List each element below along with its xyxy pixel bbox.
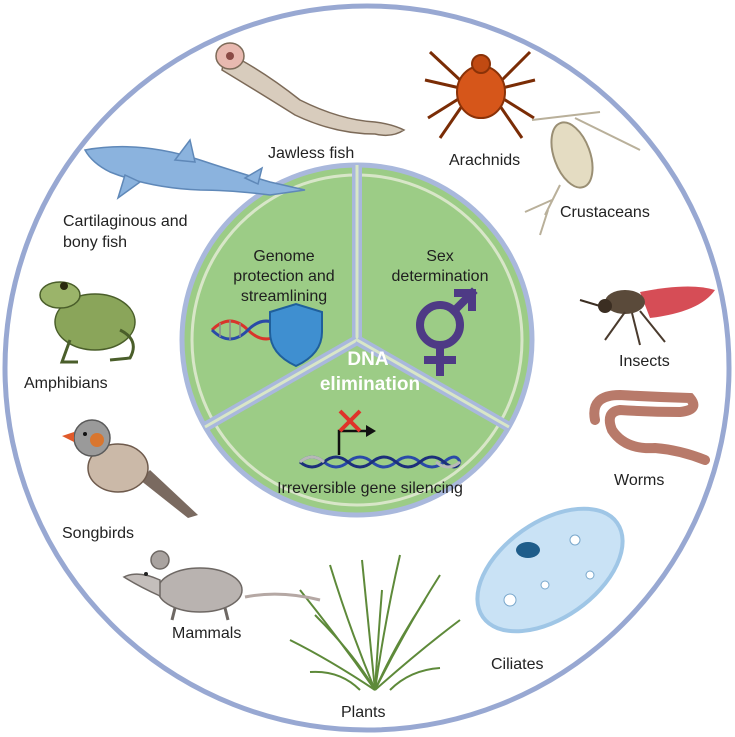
crustaceans-label: Crustaceans bbox=[560, 204, 650, 221]
mammals-label: Mammals bbox=[172, 625, 241, 642]
ciliates-label: Ciliates bbox=[491, 656, 543, 673]
cartilaginous-fish-label-2: bony fish bbox=[63, 234, 127, 251]
sex-determination-label-2: determination bbox=[392, 268, 489, 285]
gene-silencing-label: Irreversible gene silencing bbox=[277, 480, 463, 497]
sex-determination-label-1: Sex bbox=[426, 248, 454, 265]
center-title-line1: DNA bbox=[347, 349, 388, 370]
genome-protection-label-2: protection and bbox=[233, 268, 334, 285]
jawless-fish-label: Jawless fish bbox=[268, 145, 354, 162]
songbirds-label: Songbirds bbox=[62, 525, 134, 542]
central-pie bbox=[182, 165, 532, 515]
genome-protection-label-1: Genome bbox=[253, 248, 314, 265]
genome-protection-label-3: streamlining bbox=[241, 288, 327, 305]
amphibians-label: Amphibians bbox=[24, 375, 108, 392]
arachnids-label: Arachnids bbox=[449, 152, 520, 169]
plants-label: Plants bbox=[341, 704, 385, 721]
insects-label: Insects bbox=[619, 353, 670, 370]
cartilaginous-fish-label-1: Cartilaginous and bbox=[63, 213, 188, 230]
worms-label: Worms bbox=[614, 472, 664, 489]
center-title-line2: elimination bbox=[320, 374, 420, 395]
